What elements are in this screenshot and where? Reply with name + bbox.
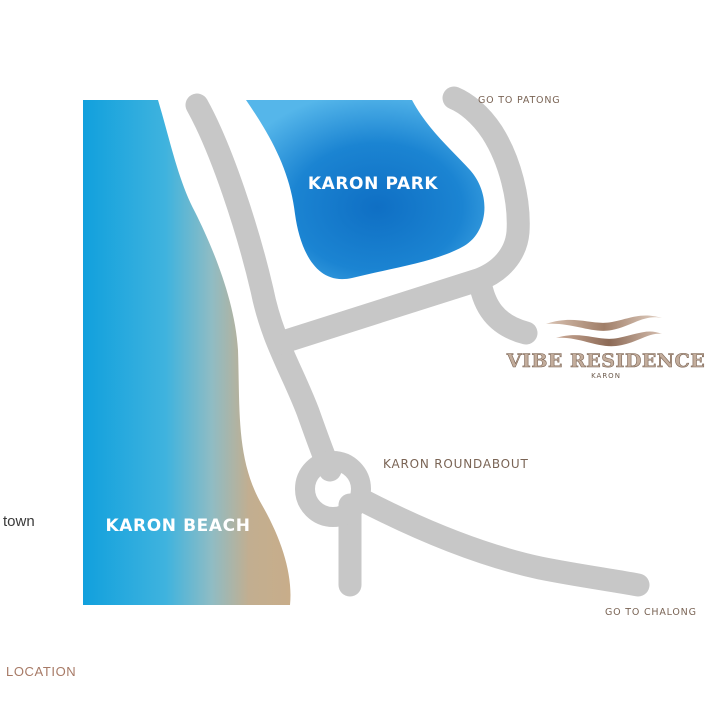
town-text-fragment: town: [3, 513, 35, 530]
logo-wave-top-icon: [546, 315, 662, 331]
karon-park-label: KARON PARK: [308, 174, 439, 194]
vibe-residence-logo: VIBE RESIDENCE KARON: [505, 315, 706, 380]
road-spur-vibe-residence: [468, 270, 538, 345]
karon-beach-area: [83, 100, 291, 605]
go-to-patong-label: GO TO PATONG: [478, 95, 560, 106]
road-to-patong: [268, 86, 530, 355]
logo-name: VIBE RESIDENCE: [506, 350, 706, 372]
road-west: [185, 93, 342, 482]
road-to-chalong: [350, 488, 650, 597]
karon-park-area: [246, 100, 485, 280]
logo-sub: KARON: [591, 372, 621, 380]
road-network: [185, 86, 650, 597]
karon-roundabout-label: KARON ROUNDABOUT: [383, 457, 529, 471]
logo-wave-bottom-icon: [556, 331, 662, 347]
karon-roundabout-ring: [295, 451, 371, 527]
go-to-chalong-label: GO TO CHALONG: [605, 607, 697, 618]
location-heading: LOCATION: [6, 664, 77, 679]
karon-beach-label: KARON BEACH: [105, 516, 250, 536]
